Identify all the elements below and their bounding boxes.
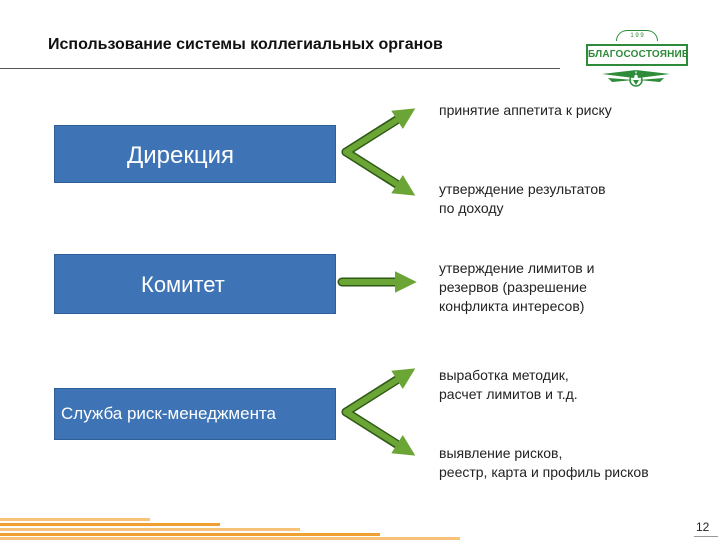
body-sluzhba-box: Служба риск-менеджмента	[54, 388, 336, 440]
logo-emblem	[602, 70, 670, 87]
function-item-2: утверждение результатов по доходу	[439, 180, 606, 218]
arrow-head-icon	[343, 368, 416, 415]
title-rule	[0, 68, 560, 69]
arrow-head-icon	[343, 108, 416, 155]
logo-wordmark: БЛАГОСОСТОЯНИЕ	[586, 44, 688, 66]
function-line: утверждение лимитов и	[439, 260, 595, 276]
function-line: конфликта интересов)	[439, 298, 585, 314]
function-item-4: выработка методик, расчет лимитов и т.д.	[439, 366, 578, 404]
company-logo: 1 9 9 БЛАГОСОСТОЯНИЕ	[586, 30, 688, 94]
function-line: по доходу	[439, 200, 504, 216]
page-number-rule	[694, 536, 718, 537]
slide-title: Использование системы коллегиальных орга…	[48, 36, 443, 53]
function-line: принятие аппетита к риску	[439, 102, 612, 118]
function-line: реестр, карта и профиль рисков	[439, 464, 649, 480]
function-line: резервов (разрешение	[439, 279, 587, 295]
function-item-5: выявление рисков, реестр, карта и профил…	[439, 444, 649, 482]
function-line: выработка методик,	[439, 367, 569, 383]
direkciya-connector	[341, 108, 416, 196]
sluzhba-connector	[341, 368, 416, 456]
function-item-1: принятие аппетита к риску	[439, 101, 612, 120]
page-number: 12	[696, 520, 710, 534]
function-line: расчет лимитов и т.д.	[439, 386, 578, 402]
function-item-3: утверждение лимитов и резервов (разрешен…	[439, 259, 594, 316]
arrow-head-icon	[343, 149, 416, 196]
body-komitet-box: Комитет	[54, 254, 336, 314]
arrow-head-icon	[343, 409, 416, 456]
body-sluzhba-label: Служба риск-менеджмента	[61, 404, 277, 423]
function-line: выявление рисков,	[439, 445, 563, 461]
footer-stripes	[0, 518, 460, 540]
body-direkciya-label: Дирекция	[127, 142, 235, 169]
function-line: утверждение результатов	[439, 181, 606, 197]
body-direkciya-box: Дирекция	[54, 125, 336, 183]
body-komitet-label: Комитет	[141, 272, 225, 297]
